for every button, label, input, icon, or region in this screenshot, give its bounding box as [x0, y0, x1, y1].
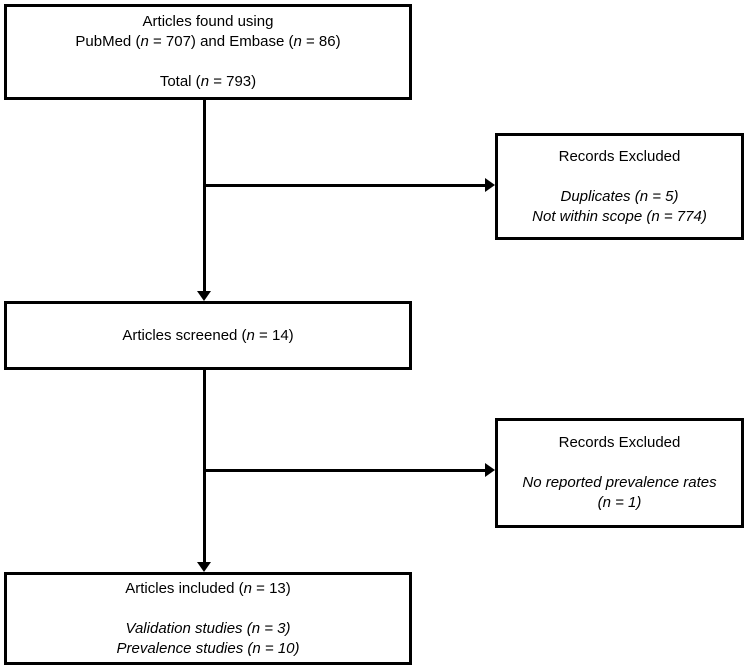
box-line: Records Excluded [558, 434, 681, 451]
box-line: Validation studies (n = 3) [125, 619, 291, 637]
arrow-right-icon [485, 178, 495, 192]
box-line: Duplicates (n = 5) [560, 187, 679, 205]
box-line: Records Excluded [558, 147, 681, 165]
box-line: Prevalence studies (n = 10) [116, 639, 300, 657]
arrow-right-icon [485, 463, 495, 477]
box-line: PubMed (n = 707) and Embase (n = 86) [75, 33, 341, 50]
arrow-to-excluded-no-prevalence-line [203, 469, 485, 472]
box-line: No reported prevalence rates [522, 474, 717, 491]
box-line-spacer [617, 453, 621, 473]
box-line: Articles included (n = 13) [125, 579, 291, 597]
arrow-to-excluded-duplicates-line [203, 184, 485, 187]
box-line-spacer [206, 599, 210, 619]
box-articles-screened: Articles screened (n = 14) [4, 301, 412, 370]
arrow-down-icon [197, 291, 211, 301]
arrow-screened-to-included-line [203, 370, 206, 562]
box-articles-found: Articles found using PubMed (n = 707) an… [4, 4, 412, 100]
box-line: Articles screened (n = 14) [122, 326, 294, 344]
box-line: Not within scope (n = 774) [532, 207, 707, 225]
box-line-spacer [206, 52, 210, 72]
box-records-excluded-duplicates: Records Excluded Duplicates (n = 5) Not … [495, 133, 744, 240]
arrow-down-icon [197, 562, 211, 572]
box-records-excluded-no-prevalence: Records Excluded No reported prevalence … [495, 418, 744, 528]
box-line-spacer [617, 167, 621, 187]
box-articles-included: Articles included (n = 13) Validation st… [4, 572, 412, 665]
box-line: (n = 1) [597, 494, 642, 511]
box-line: Articles found using [142, 13, 274, 30]
box-line: Total (n = 793) [159, 73, 257, 90]
arrow-found-to-screened-line [203, 100, 206, 291]
